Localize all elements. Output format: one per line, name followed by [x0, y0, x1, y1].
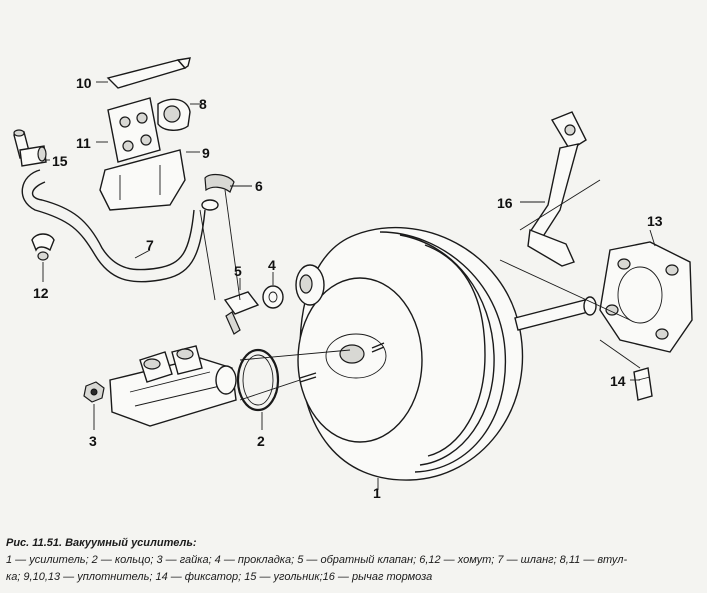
figure-caption: Рис. 11.51. Вакуумный усилитель: 1 — уси…: [6, 536, 701, 585]
assembly-lines: [239, 179, 641, 401]
callout-16: 16: [497, 195, 513, 211]
callout-11: 11: [76, 135, 91, 151]
seal-10: [106, 57, 191, 89]
vacuum-booster-diagram: 1 2 3 4 5 6 7 8 9 10 11 12 13 14 15 16: [13, 57, 693, 501]
figure-legend-line-2: ка; 9,10,13 — уплотнитель; 14 — фиксатор…: [6, 571, 433, 583]
booster-body: [295, 226, 597, 481]
callout-5: 5: [234, 263, 242, 279]
check-valve-5: [223, 291, 260, 335]
callout-8: 8: [199, 96, 207, 112]
callout-10: 10: [76, 75, 92, 91]
hose-7: [21, 169, 241, 301]
stud-upper: [371, 342, 385, 353]
callout-1: 1: [373, 485, 381, 501]
callout-13: 13: [647, 213, 663, 229]
bushing-11: [107, 97, 161, 163]
figure-title: Рис. 11.51. Вакуумный усилитель:: [6, 537, 197, 549]
clamp-6: [204, 173, 235, 193]
elbow-15: [13, 129, 47, 167]
clamp-12: [31, 233, 55, 261]
callout-14: 14: [610, 373, 626, 389]
retainer-14: [633, 367, 653, 401]
stud-lower: [299, 372, 317, 383]
callout-15: 15: [52, 153, 68, 169]
gasket-4: [262, 285, 284, 309]
figure-legend-line-1: 1 — усилитель; 2 — кольцо; 3 — гайка; 4 …: [6, 554, 628, 566]
ring-2: [236, 348, 280, 412]
callout-7: 7: [146, 237, 154, 253]
master-cylinder: [109, 345, 237, 427]
seal-9: [99, 149, 186, 211]
bushing-8: [157, 98, 191, 131]
brake-lever-16: [527, 111, 587, 267]
callout-12: 12: [33, 285, 49, 301]
callout-2: 2: [257, 433, 265, 449]
nut-3: [83, 381, 105, 403]
callout-6: 6: [255, 178, 263, 194]
callout-3: 3: [89, 433, 97, 449]
callout-4: 4: [268, 257, 276, 273]
seal-13: [599, 241, 693, 353]
callout-9: 9: [202, 145, 210, 161]
leader-lines: [42, 81, 656, 490]
